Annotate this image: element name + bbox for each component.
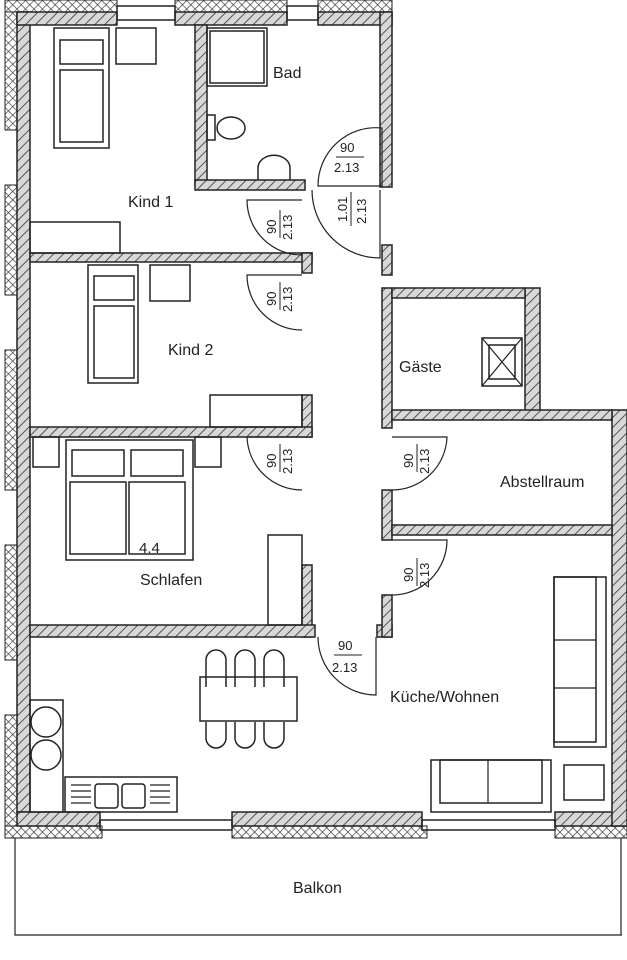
door-label-abstellraum: 90 2.13 bbox=[401, 444, 432, 474]
door-label-lower: 90 2.13 bbox=[401, 558, 432, 588]
svg-text:2.13: 2.13 bbox=[417, 449, 432, 474]
svg-text:2.13: 2.13 bbox=[334, 160, 359, 175]
room-label-schlafen: Schlafen bbox=[140, 572, 202, 589]
door-abstellraum[interactable] bbox=[391, 436, 448, 491]
svg-text:1.01: 1.01 bbox=[335, 197, 350, 222]
door-bad[interactable] bbox=[317, 127, 383, 187]
room-label-gaeste: Gäste bbox=[399, 359, 442, 376]
room-label-kind2: Kind 2 bbox=[168, 342, 213, 359]
room-label-bad: Bad bbox=[273, 65, 301, 82]
svg-text:2.13: 2.13 bbox=[332, 660, 357, 675]
svg-text:90: 90 bbox=[338, 638, 352, 653]
doors bbox=[246, 127, 448, 696]
outer-walls bbox=[4, 0, 627, 839]
door-label-corridor: 1.01 2.13 bbox=[335, 192, 369, 226]
svg-text:2.13: 2.13 bbox=[354, 199, 369, 224]
svg-text:90: 90 bbox=[340, 140, 354, 155]
svg-text:90: 90 bbox=[264, 454, 279, 468]
furniture bbox=[14, 27, 622, 936]
svg-text:2.13: 2.13 bbox=[280, 449, 295, 474]
svg-text:90: 90 bbox=[264, 292, 279, 306]
svg-text:2.13: 2.13 bbox=[417, 563, 432, 588]
door-label-kueche: 90 2.13 bbox=[332, 638, 362, 675]
door-gaeste-lower[interactable] bbox=[391, 539, 448, 596]
door-label-kind1: 90 2.13 bbox=[264, 210, 295, 240]
room-label-abstellraum: Abstellraum bbox=[500, 474, 584, 491]
svg-text:90: 90 bbox=[264, 220, 279, 234]
room-label-balkon: Balkon bbox=[293, 880, 342, 897]
chairs bbox=[205, 649, 285, 749]
room-label-kueche-wohnen: Küche/Wohnen bbox=[390, 689, 499, 706]
svg-text:2.13: 2.13 bbox=[280, 215, 295, 240]
room-label-kind1: Kind 1 bbox=[128, 194, 173, 211]
door-label-schlafen: 90 2.13 bbox=[264, 444, 295, 474]
bed-label: 4.4 bbox=[139, 540, 160, 557]
door-kind2[interactable] bbox=[246, 274, 303, 331]
door-kind1[interactable] bbox=[246, 199, 303, 256]
door-kueche[interactable] bbox=[317, 636, 377, 696]
door-schlafen[interactable] bbox=[246, 436, 303, 491]
door-label-kind2: 90 2.13 bbox=[264, 282, 295, 312]
svg-text:90: 90 bbox=[401, 454, 416, 468]
door-label-bad: 90 2.13 bbox=[334, 140, 364, 175]
door-corridor[interactable] bbox=[311, 189, 381, 259]
svg-text:90: 90 bbox=[401, 568, 416, 582]
svg-text:2.13: 2.13 bbox=[280, 287, 295, 312]
